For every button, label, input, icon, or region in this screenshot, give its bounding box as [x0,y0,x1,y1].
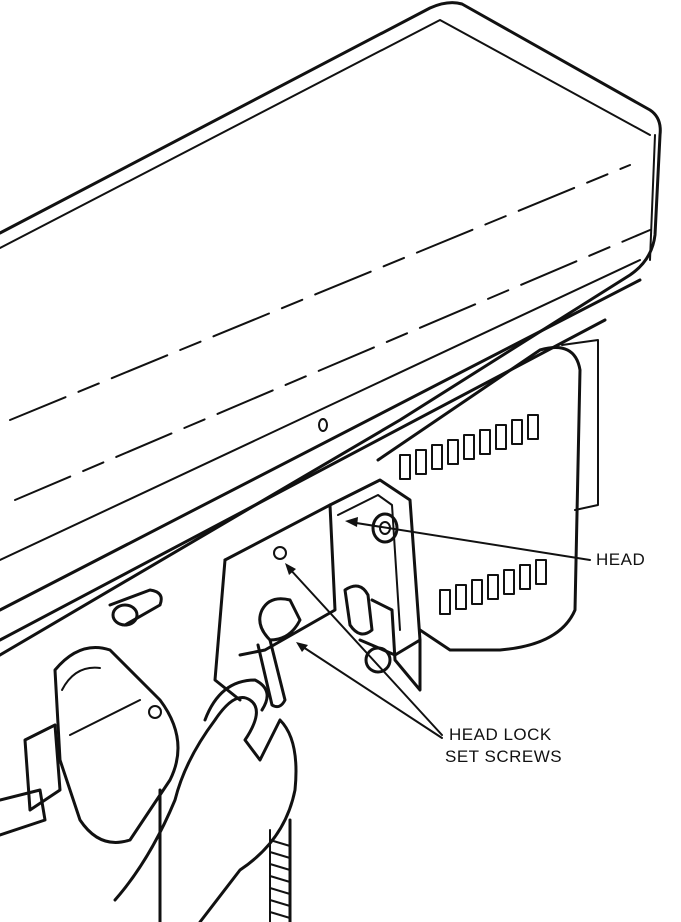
feed-hub [0,588,180,844]
lock-handle [343,584,374,636]
head-bolt [371,512,399,544]
rack-teeth [269,839,291,919]
callout-head: HEAD [596,550,646,569]
cover-knob-hole [318,418,328,432]
column-and-rack [158,788,292,922]
callout-head-lock-line1: HEAD LOCK [449,725,552,744]
set-screw-lower [364,646,392,674]
hub-screw [148,705,162,719]
motor-vents-upper [399,414,539,480]
motor-vents-lower [439,559,547,615]
wrench-grip [258,597,302,642]
hand-with-wrench [113,597,302,922]
leader-lines [285,517,591,739]
callout-head-lock-line2: SET SCREWS [445,747,563,766]
belt-guard-cover [0,1,662,657]
motor-housing [376,339,599,652]
set-screw-upper [273,546,287,560]
head-casting [213,478,422,702]
